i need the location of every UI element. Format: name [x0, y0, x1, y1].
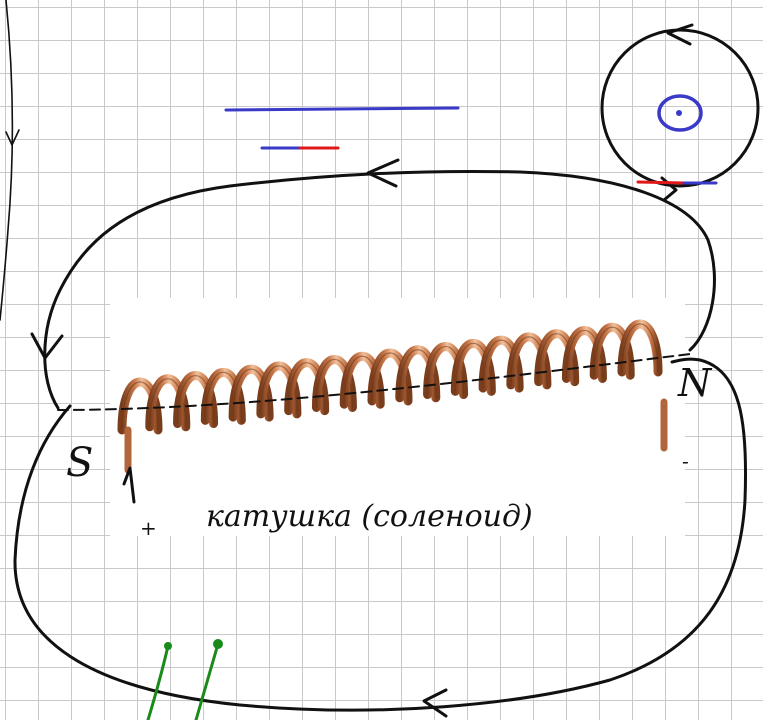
coil-turn-edge [426, 346, 465, 395]
single-turn-circle [600, 28, 760, 188]
coil-turn-edge [565, 330, 604, 379]
coil-turn-edge [232, 368, 270, 418]
coil-turn-edge [343, 355, 381, 405]
probe-wire-right [194, 642, 220, 720]
coil-turn-edge [510, 336, 548, 385]
coil-turn-edge [315, 359, 354, 408]
coil-turn-edge [454, 343, 492, 392]
blue-reference-line [224, 106, 460, 112]
current-direction-arrow-icon [366, 158, 400, 188]
south-pole-label: S [66, 440, 93, 486]
current-direction-arrow-icon [422, 688, 448, 718]
coil-turn-edge [371, 352, 409, 402]
field-line-lower-loop [13, 357, 748, 712]
coil-turn-edge [538, 333, 576, 382]
probe-wire-left [146, 644, 170, 720]
coil-turn-edge [482, 339, 520, 389]
current-direction-arrow-icon [666, 23, 694, 46]
coil-turn-edge [260, 365, 298, 414]
left-edge-wire [0, 0, 14, 321]
coil-turn-edge [593, 326, 631, 376]
coil-turn-edge [288, 362, 326, 411]
field-into-page-dot-icon [676, 110, 682, 116]
current-direction-arrow-icon [5, 129, 20, 146]
coil-axis-line [57, 353, 691, 411]
field-out-of-page-circle [657, 94, 703, 132]
terminal-up-arrow-icon [122, 466, 136, 504]
probe-tip-right [213, 639, 223, 649]
coil-turn-edge [204, 372, 242, 421]
red-magnet-mark [636, 180, 686, 185]
probe-tip-left [164, 642, 172, 650]
terminal-positive-label: + [140, 516, 157, 540]
coil-turn-edge [121, 381, 159, 431]
solenoid-coil [117, 319, 663, 435]
coil-caption: катушка (соленоид) [206, 499, 533, 534]
current-direction-arrow-icon [30, 332, 64, 360]
coil-turn-edge [149, 378, 187, 427]
coil-turn-edge [399, 349, 437, 398]
field-line-upper-loop [43, 170, 716, 410]
terminal-negative-label: - [682, 449, 689, 473]
north-pole-label: N [677, 361, 713, 405]
coil-turn-edge [621, 323, 659, 373]
